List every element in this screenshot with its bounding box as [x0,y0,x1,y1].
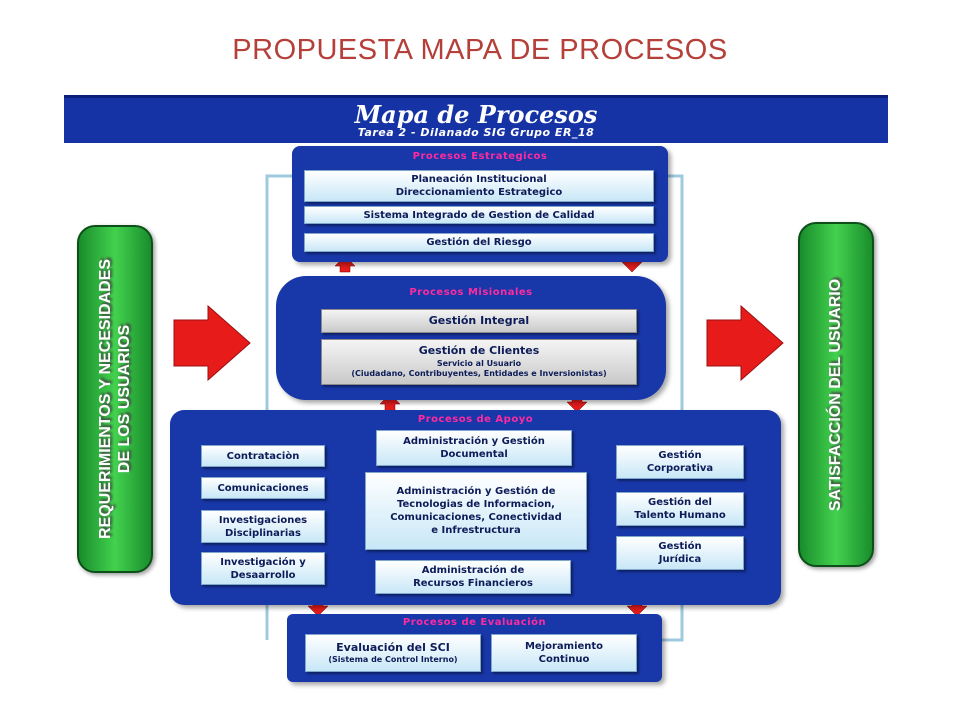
corporativa-line-1: Gestión [658,450,702,461]
investigacion-line-1: Investigación y [220,556,306,568]
requirements-text: REQUERIMIENTOS Y NECESIDADES DE LOS USUA… [96,259,134,539]
tecnologias-line-4: e Infrestructura [431,525,521,536]
documental-line-1: Administración y Gestión [403,436,545,447]
mejoramiento-box: Mejoramiento Continuo [491,634,637,672]
tecnologias-line-3: Comunicaciones, Conectividad [390,512,562,523]
planeacion-line-1: Planeación Institucional [411,174,547,185]
juridica-line-1: Gestión [658,541,702,552]
planeacion-box: Planeación Institucional Direccionamient… [304,170,654,202]
estrategicos-title: Procesos Estrategicos [412,151,548,162]
comunicaciones-box: Comunicaciones [201,477,325,499]
sci-title: Evaluación del SCI [336,640,450,654]
documental-line-2: Documental [440,449,508,460]
riesgo-box: Gestión del Riesgo [304,233,654,252]
evaluacion-title: Procesos de Evaluación [402,617,547,628]
calidad-box: Sistema Integrado de Gestion de Calidad [304,206,654,224]
tecnologias-line-1: Administración y Gestión de [396,486,556,497]
talento-humano-box: Gestión del Talento Humano [616,492,744,526]
slide-title: PROPUESTA MAPA DE PROCESOS [232,34,728,66]
requirements-line-2: DE LOS USUARIOS [116,324,133,474]
banner-title: Mapa de Procesos [354,100,598,129]
map-banner: Mapa de Procesos Tarea 2 - Dilanado SIG … [64,95,888,143]
juridica-line-2: Jurídica [658,554,702,565]
sci-subtitle: (Sistema de Control Interno) [328,654,458,664]
investigaciones-box: Investigaciones Disciplinarias [201,510,325,543]
planeacion-line-2: Direccionamiento Estrategico [395,187,563,198]
gestion-documental-box: Administración y Gestión Documental [376,430,572,466]
gestion-juridica-box: Gestión Jurídica [616,536,744,570]
evaluacion-panel: Procesos de Evaluación Evaluación del SC… [287,614,662,682]
right-feedback-line [657,174,684,642]
misionales-title: Procesos Misionales [409,287,533,298]
evaluacion-sci-box: Evaluación del SCI (Sistema de Control I… [305,634,481,672]
gestion-integral-box: Gestión Integral [321,309,637,333]
mejoramiento-line-2: Continuo [538,654,590,665]
gestion-clientes-title: Gestión de Clientes [418,344,540,358]
output-big-arrow [706,304,784,382]
apoyo-title: Procesos de Apoyo [417,414,534,425]
calidad-label: Sistema Integrado de Gestion de Calidad [363,209,595,221]
riesgo-label: Gestión del Riesgo [426,237,532,248]
recursos-financieros-box: Administración de Recursos Financieros [375,560,571,594]
financieros-line-2: Recursos Financieros [413,578,533,589]
requirements-bar: REQUERIMIENTOS Y NECESIDADES DE LOS USUA… [77,225,153,573]
input-big-arrow [173,304,251,382]
corporativa-line-2: Corporativa [646,463,714,474]
investigaciones-line-2: Disciplinarias [225,527,301,539]
apoyo-panel: Procesos de Apoyo Contrataciòn Comunicac… [170,410,781,605]
gestion-clientes-sub1: Servicio al Usuario [436,358,522,368]
talento-line-1: Gestión del [648,497,712,508]
satisfaction-bar: SATISFACCIÓN DEL USUARIO [798,222,874,567]
investigaciones-line-1: Investigaciones [218,514,308,526]
comunicaciones-label: Comunicaciones [217,482,309,494]
talento-line-2: Talento Humano [634,510,726,521]
tecnologias-line-2: Tecnologias de Informacion, [397,499,555,510]
requirements-line-1: REQUERIMIENTOS Y NECESIDADES [97,258,114,540]
gestion-clientes-box: Gestión de Clientes Servicio al Usuario … [321,339,637,385]
gestion-corporativa-box: Gestión Corporativa [616,445,744,479]
banner-subtitle: Tarea 2 - Dilanado SIG Grupo ER_18 [357,126,595,139]
gestion-tecnologias-box: Administración y Gestión de Tecnologias … [365,472,587,550]
satisfaction-text: SATISFACCIÓN DEL USUARIO [827,278,844,511]
contratacion-label: Contrataciòn [226,450,300,462]
mejoramiento-line-1: Mejoramiento [524,641,604,652]
gestion-integral-label: Gestión Integral [428,313,530,327]
investigacion-line-2: Desaarrollo [230,569,296,581]
investigacion-desarrollo-box: Investigación y Desaarrollo [201,552,325,585]
contratacion-box: Contrataciòn [201,445,325,467]
financieros-line-1: Administración de [421,565,525,576]
estrategicos-panel: Procesos Estrategicos Planeación Institu… [292,146,668,262]
misionales-panel: Procesos Misionales Gestión Integral Ges… [276,276,666,400]
gestion-clientes-sub2: (Ciudadano, Contribuyentes, Entidades e … [351,369,607,379]
